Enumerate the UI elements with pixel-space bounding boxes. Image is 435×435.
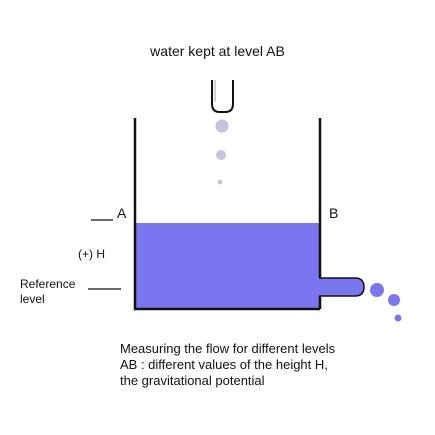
inflow-tube bbox=[211, 80, 234, 113]
outflow-drop bbox=[388, 294, 400, 306]
outflow-drop bbox=[394, 314, 402, 322]
diagram-title: water kept at level AB bbox=[150, 43, 285, 59]
label-a: A bbox=[117, 205, 127, 221]
outlet-pipe-wall bbox=[319, 277, 365, 297]
caption-line: Measuring the flow for different levels bbox=[120, 341, 336, 356]
reference-label-line1: Reference bbox=[20, 277, 76, 291]
water-in-tank bbox=[136, 223, 319, 308]
inflow-drop bbox=[215, 119, 229, 133]
inflow-drop bbox=[217, 179, 223, 185]
label-b: B bbox=[329, 205, 339, 221]
caption: Measuring the flow for different levels … bbox=[120, 341, 335, 389]
inflow-drop bbox=[216, 150, 226, 160]
caption-line: the gravitational potential bbox=[120, 373, 265, 388]
reference-label-line2: level bbox=[20, 292, 45, 306]
tank-wall-left bbox=[133, 118, 137, 311]
height-label: (+) H bbox=[78, 247, 105, 261]
outflow-drop bbox=[370, 283, 384, 297]
caption-line: AB : different values of the height H, bbox=[120, 357, 328, 372]
outlet-pipe-water bbox=[319, 278, 364, 296]
